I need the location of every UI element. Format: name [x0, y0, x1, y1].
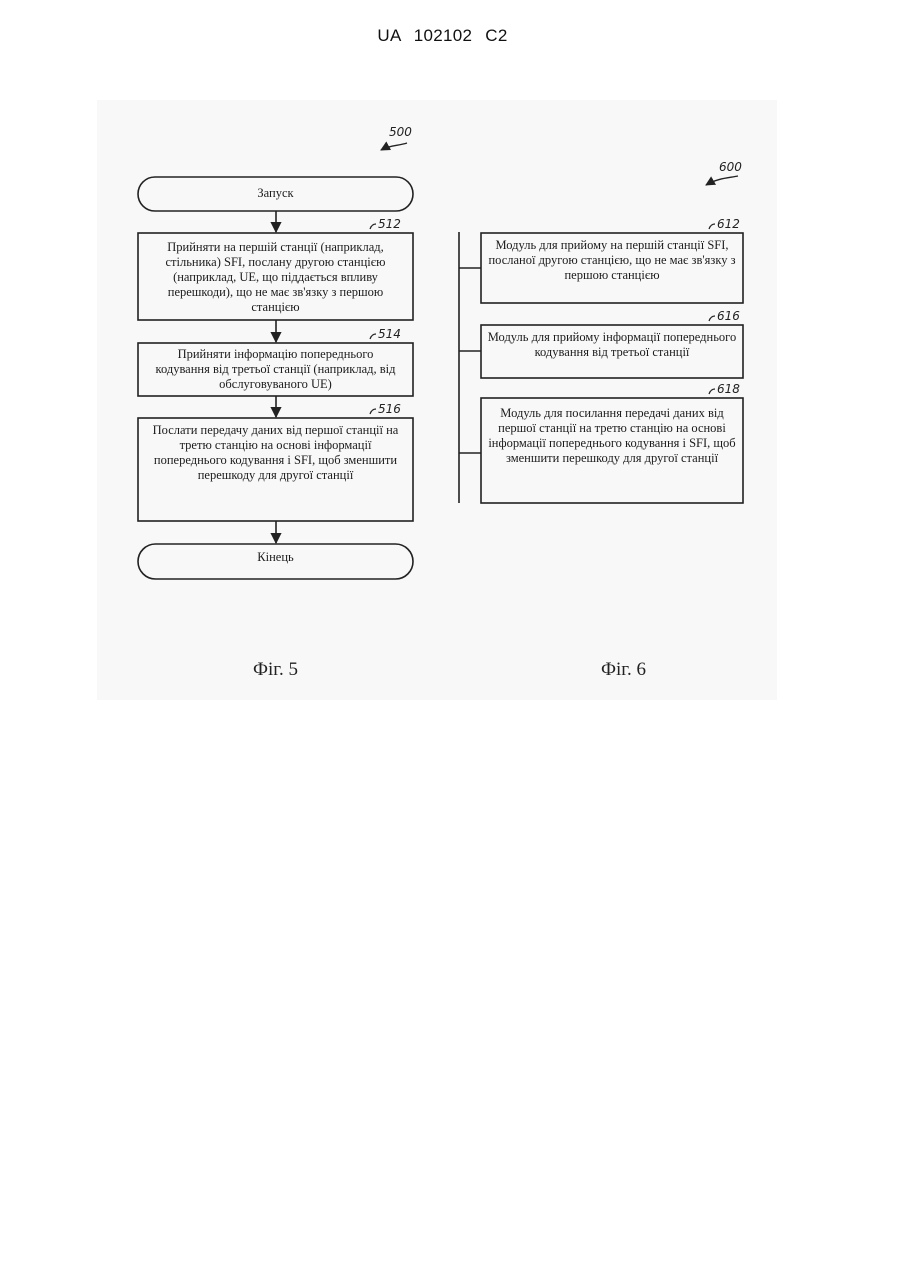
fig6-module-618-text: Модуль для посилання передачі даних від … — [484, 406, 740, 466]
fig5-caption: Фіг. 5 — [253, 659, 298, 681]
fig5-ref-500-arrow — [381, 143, 407, 150]
fig6-ref-600-arrow — [706, 176, 738, 185]
fig5-ref-number: 500 — [389, 125, 412, 139]
fig5-step-516-ref: 516 — [378, 402, 401, 416]
fig6-caption: Фіг. 6 — [601, 659, 646, 681]
fig5-start-label: Запуск — [138, 186, 413, 201]
fig6-module-618-ref: 618 — [717, 382, 740, 396]
fig5-step-514-text: Прийняти інформацію попереднього кодуван… — [152, 347, 399, 392]
fig5-step-512-text: Прийняти на першій станції (наприклад, с… — [155, 240, 396, 315]
fig6-module-612-text: Модуль для прийому на першій станції SFI… — [484, 238, 740, 283]
fig6-module-616-ref: 616 — [717, 309, 740, 323]
fig5-step-514-ref: 514 — [378, 327, 401, 341]
fig6-ref-number: 600 — [719, 160, 742, 174]
fig5-step-516-text: Послати передачу даних від першої станці… — [144, 423, 407, 483]
fig5-end-label: Кінець — [138, 550, 413, 565]
fig5-step-512-ref: 512 — [378, 217, 401, 231]
fig6-module-616-text: Модуль для прийому інформації попередньо… — [484, 330, 740, 360]
fig6-module-612-ref: 612 — [717, 217, 740, 231]
